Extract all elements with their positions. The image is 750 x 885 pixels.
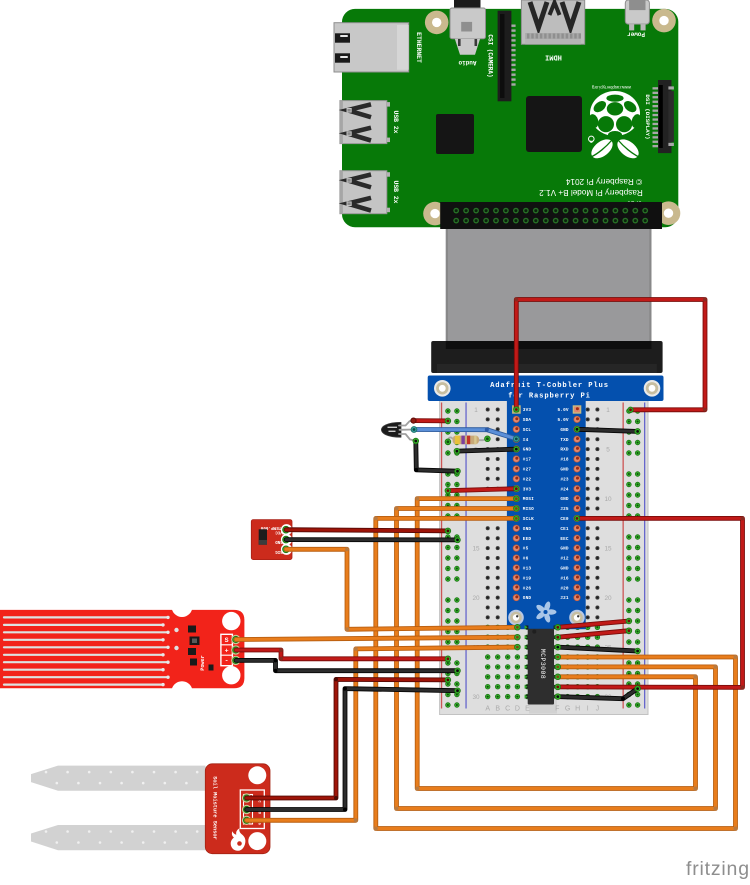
svg-text:G: G <box>565 706 570 713</box>
svg-text:Power: Power <box>200 655 206 671</box>
svg-text:GND: GND <box>560 547 569 552</box>
svg-text:Raspberry Pi Model B+ V1.2: Raspberry Pi Model B+ V1.2 <box>539 188 643 197</box>
svg-text:#4: #4 <box>523 438 529 443</box>
svg-text:5: 5 <box>606 447 610 454</box>
svg-text:+: + <box>225 647 229 654</box>
svg-text:CE1: CE1 <box>560 527 569 532</box>
svg-text:#17: #17 <box>523 458 532 463</box>
svg-text:GND: GND <box>523 448 532 453</box>
svg-text:5.0V: 5.0V <box>558 408 569 413</box>
svg-text:#12: #12 <box>560 557 569 562</box>
svg-text:EED: EED <box>523 537 532 542</box>
svg-text:B: B <box>495 706 500 713</box>
svg-text:MCP3008: MCP3008 <box>539 649 546 679</box>
svg-text:CSI (CAMERA): CSI (CAMERA) <box>487 34 494 77</box>
svg-text:#16: #16 <box>560 576 569 581</box>
svg-text:VCC: VCC <box>275 529 283 533</box>
svg-text:#5: #5 <box>523 547 529 552</box>
svg-text:15: 15 <box>472 546 480 553</box>
svg-text:20: 20 <box>472 595 480 602</box>
svg-text:MOSI: MOSI <box>523 497 534 502</box>
svg-text:#21: #21 <box>560 596 569 601</box>
svg-text:GND: GND <box>560 567 569 572</box>
svg-text:RXD: RXD <box>560 448 569 453</box>
svg-text:DSI (DISPLAY): DSI (DISPLAY) <box>644 94 651 139</box>
svg-text:SCLK: SCLK <box>523 517 534 522</box>
svg-text:GND: GND <box>560 497 569 502</box>
svg-text:USB 2x: USB 2x <box>392 180 399 203</box>
svg-text:GND: GND <box>523 527 532 532</box>
svg-text:1: 1 <box>606 407 610 414</box>
svg-text:TEMP.000: TEMP.000 <box>260 525 281 530</box>
svg-text:C: C <box>505 706 510 713</box>
svg-text:30: 30 <box>472 694 480 701</box>
svg-text:MISO: MISO <box>523 507 534 512</box>
svg-text:F: F <box>555 706 559 713</box>
svg-text:#23: #23 <box>560 477 569 482</box>
svg-text:E: E <box>525 706 530 713</box>
svg-text:fritzing: fritzing <box>686 858 750 880</box>
svg-text:Audio: Audio <box>458 59 476 66</box>
svg-text:Power: Power <box>627 31 645 38</box>
svg-text:#6: #6 <box>523 557 529 562</box>
svg-text:for Raspberry Pi: for Raspberry Pi <box>508 392 591 400</box>
svg-text:#19: #19 <box>523 576 532 581</box>
svg-text:H: H <box>575 706 580 713</box>
svg-text:GND: GND <box>275 539 283 543</box>
svg-text:5.0V: 5.0V <box>558 418 569 423</box>
svg-text:20: 20 <box>604 595 612 602</box>
svg-text:GND: GND <box>560 428 569 433</box>
svg-text:10: 10 <box>604 496 612 503</box>
svg-text:Soil Moisture Sensor: Soil Moisture Sensor <box>212 776 218 840</box>
svg-text:#20: #20 <box>560 586 569 591</box>
svg-text:D: D <box>515 706 520 713</box>
svg-text:I: I <box>587 706 589 713</box>
svg-text:#27: #27 <box>523 468 532 473</box>
svg-text:S: S <box>225 637 229 644</box>
svg-text:USB 2x: USB 2x <box>392 110 399 133</box>
svg-text:www.raspberrypi.org: www.raspberrypi.org <box>591 85 631 90</box>
svg-text:-: - <box>225 658 229 665</box>
svg-text:#24: #24 <box>560 487 569 492</box>
svg-text:© Raspberry Pi 2014: © Raspberry Pi 2014 <box>565 177 642 186</box>
svg-text:CE0: CE0 <box>560 517 569 522</box>
svg-text:GND: GND <box>523 596 532 601</box>
svg-text:SCL: SCL <box>523 428 532 433</box>
svg-text:#26: #26 <box>523 586 532 591</box>
svg-text:#13: #13 <box>523 567 532 572</box>
svg-text:SIG: SIG <box>275 549 283 553</box>
svg-text:#18: #18 <box>560 458 569 463</box>
svg-text:3V3: 3V3 <box>523 487 532 492</box>
svg-text:#22: #22 <box>523 477 532 482</box>
svg-text:ETHERNET: ETHERNET <box>415 32 422 63</box>
svg-text:15: 15 <box>604 546 612 553</box>
svg-text:#25: #25 <box>560 507 569 512</box>
svg-text:GND: GND <box>560 468 569 473</box>
svg-text:R: R <box>589 139 592 143</box>
svg-text:EEC: EEC <box>560 537 569 542</box>
svg-text:3V3: 3V3 <box>523 408 532 413</box>
svg-text:TXD: TXD <box>560 438 569 443</box>
svg-text:A: A <box>485 706 490 713</box>
svg-text:Adafruit T-Cobbler Plus: Adafruit T-Cobbler Plus <box>490 382 609 390</box>
svg-text:HDMI: HDMI <box>545 53 562 61</box>
svg-text:J: J <box>596 706 600 713</box>
svg-text:1: 1 <box>474 407 478 414</box>
svg-text:SDA: SDA <box>523 418 532 423</box>
